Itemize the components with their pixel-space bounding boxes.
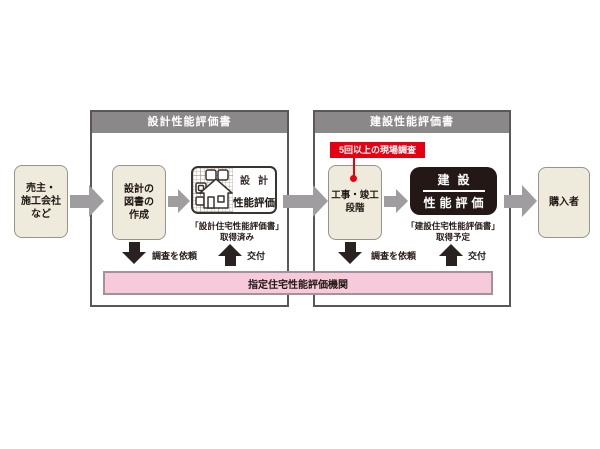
construction-logo-title: 建設: [437, 173, 478, 187]
arrow-head: [313, 185, 328, 217]
arrow-shaft: [168, 195, 178, 207]
construction-stage-line1: 工事・竣工: [331, 190, 379, 202]
design-documents-line2: 図書の: [124, 197, 154, 208]
seller-label-line2: 施工会社: [21, 196, 61, 207]
arrow-head: [439, 244, 463, 256]
design-caption-line1: 「設計住宅性能評価書」: [190, 221, 284, 231]
design-evaluation-stamp: 設計 性能評価: [191, 166, 277, 214]
buyer-label: 購入者: [549, 197, 579, 208]
arrow-construction-to-buyer: [504, 185, 537, 217]
arrow-design-to-construction: [283, 185, 328, 217]
site-survey-badge-stem: [353, 158, 355, 177]
arrow-head: [218, 244, 242, 256]
buyer-box: 購入者: [538, 167, 590, 238]
arrow-head: [178, 189, 190, 213]
agency-bar: 指定住宅性能評価機関: [103, 271, 493, 295]
design-caption: 「設計住宅性能評価書」 取得済み: [182, 221, 292, 243]
design-documents-line3: 作成: [129, 210, 149, 221]
design-section-header: 設計性能評価書: [92, 112, 287, 133]
arrow-shaft: [283, 194, 313, 208]
design-issue-label: 交付: [247, 251, 266, 261]
construction-caption-line1: 「建設住宅性能評価書」: [406, 221, 500, 231]
arrow-head: [89, 185, 104, 217]
arrow-head: [522, 185, 537, 217]
arrow-head: [396, 189, 408, 213]
design-caption-line2: 取得済み: [219, 232, 254, 243]
seller-label-line1: 売主・: [26, 183, 56, 194]
site-survey-badge: 5回以上の現場調査: [330, 142, 425, 158]
construction-issue-arrow-up: [439, 244, 463, 266]
construction-stage-line2: 段階: [345, 202, 365, 214]
seller-box: 売主・ 施工会社 など: [14, 165, 68, 238]
site-survey-badge-dot: [350, 175, 357, 182]
construction-request-arrow-down: [338, 242, 362, 264]
construction-logo-subtitle: 性能評価: [423, 196, 488, 210]
arrow-documents-to-design-stamp: [168, 189, 190, 213]
arrow-head: [338, 252, 362, 264]
design-request-arrow-down: [122, 242, 146, 264]
design-documents-line1: 設計の: [124, 184, 154, 195]
arrow-shaft: [224, 256, 236, 266]
construction-issue-label: 交付: [468, 251, 487, 261]
arrow-shaft: [445, 256, 457, 266]
design-issue-arrow-up: [218, 244, 242, 266]
construction-section-header: 建設性能評価書: [315, 112, 509, 133]
construction-logo-divider: [422, 190, 485, 192]
arrow-shaft: [384, 195, 396, 207]
arrow-shaft: [70, 194, 89, 208]
construction-request-label: 調査を依頼: [371, 251, 417, 261]
construction-caption: 「建設住宅性能評価書」 取得予定: [398, 221, 508, 243]
construction-caption-line2: 取得予定: [435, 232, 470, 243]
design-documents-box: 設計の 図書の 作成: [112, 165, 166, 240]
design-request-label: 調査を依頼: [152, 251, 198, 261]
seller-label-line3: など: [31, 209, 51, 220]
arrow-shaft: [504, 194, 522, 208]
design-stamp-text: 設計 性能評価: [233, 168, 275, 212]
arrow-stage-to-construction-logo: [384, 189, 408, 213]
floorplan-grid: [193, 168, 233, 212]
arrow-head: [122, 252, 146, 264]
design-stamp-subtitle: 性能評価: [233, 197, 275, 209]
arrow-shaft: [128, 242, 140, 252]
construction-evaluation-logo: 建設 性能評価: [410, 167, 497, 215]
arrow-seller-to-design: [70, 185, 104, 217]
house-floorplan-icon: [195, 169, 233, 209]
design-stamp-title: 設計: [240, 176, 276, 187]
arrow-shaft: [344, 242, 356, 252]
